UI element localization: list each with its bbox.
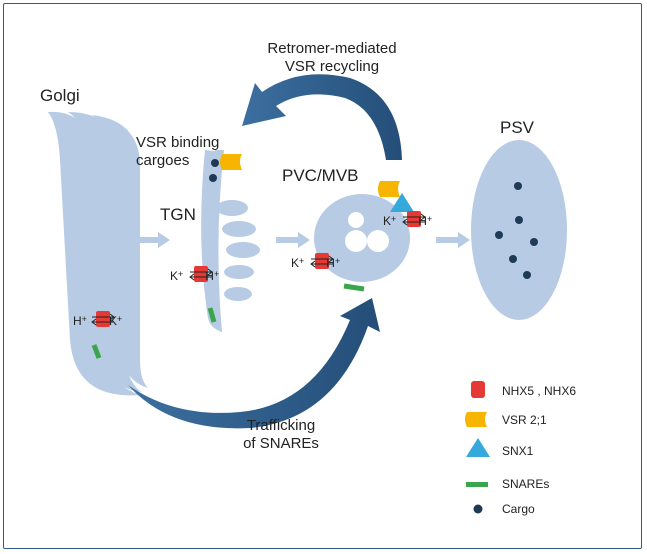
exchange-arrows <box>91 213 426 326</box>
ion-left-charge: + <box>81 314 87 324</box>
snare-trafficking-arrow <box>128 298 380 429</box>
tgn-ion-label: K+H+ <box>170 267 219 283</box>
psv-compartment <box>471 140 567 320</box>
legend-label-vsr: VSR 2;1 <box>502 413 547 427</box>
blue-triangle-icon <box>466 438 490 457</box>
vsr-binding-label-line2: cargoes <box>136 152 190 169</box>
ion-right: H <box>326 256 335 270</box>
legend-label-nhx: NHX5 , NHX6 <box>502 384 577 398</box>
ion-left-charge: + <box>299 256 305 266</box>
ion-left: K <box>170 269 179 283</box>
retromer-label-line1: Retromer-mediated <box>267 40 397 57</box>
legend-icons <box>465 381 490 514</box>
ion-right-charge: + <box>334 256 341 266</box>
ion-left: H <box>73 314 82 328</box>
pvc-vsr-snx1 <box>378 181 414 212</box>
tgn-label: TGN <box>160 205 196 224</box>
trafficking-label-line2: of SNAREs <box>243 435 319 452</box>
legend-label-snares: SNAREs <box>502 477 550 491</box>
psv-cargo-dots <box>495 182 538 279</box>
ion-left: K <box>291 256 300 270</box>
pvc-ion-label: K+H+ <box>291 254 340 270</box>
pvc-mvb-label: PVC/MVB <box>282 166 359 185</box>
diagram-frame <box>3 3 642 549</box>
ion-right: H <box>418 214 427 228</box>
ion-right-charge: + <box>213 269 220 279</box>
legend-label-cargo: Cargo <box>502 502 535 516</box>
golgi-ion-label: H+K+ <box>73 312 122 328</box>
golgi-label: Golgi <box>40 86 80 105</box>
legend-label-snx1: SNX1 <box>502 444 534 458</box>
retromer-arrow <box>242 74 402 160</box>
navy-dot-icon <box>473 504 483 514</box>
pvc-mvb-compartment <box>314 194 410 282</box>
vsr-binding-label-line1: VSR binding <box>136 134 220 151</box>
tgn-vsr-cargo <box>209 154 242 182</box>
green-bar-icon <box>466 482 488 487</box>
yellow-cup-icon <box>465 412 487 427</box>
golgi-stack <box>48 111 148 396</box>
snare-markers <box>91 283 365 359</box>
ion-right: H <box>205 269 214 283</box>
ion-right: K <box>108 314 117 328</box>
trafficking-label-line1: Trafficking <box>246 417 316 434</box>
vsr-binding-label: VSR binding cargoes <box>136 134 219 170</box>
retromer-label: Retromer-mediated VSR recycling <box>247 40 417 76</box>
red-rounded-square-icon <box>471 381 485 398</box>
ion-left: K <box>383 214 392 228</box>
retromer-label-line2: VSR recycling <box>284 58 380 75</box>
psv-label: PSV <box>500 118 535 137</box>
tgn-compartment <box>201 150 260 332</box>
pvc-inner-ion-label: K+H+ <box>383 212 432 228</box>
nhx-exchangers <box>96 211 421 327</box>
flow-arrows <box>136 232 470 248</box>
ion-right-charge: + <box>426 214 433 224</box>
ion-left-charge: + <box>178 269 184 279</box>
ion-right-charge: + <box>116 314 123 324</box>
ion-left-charge: + <box>391 214 397 224</box>
trafficking-label: Trafficking of SNAREs <box>226 417 336 453</box>
